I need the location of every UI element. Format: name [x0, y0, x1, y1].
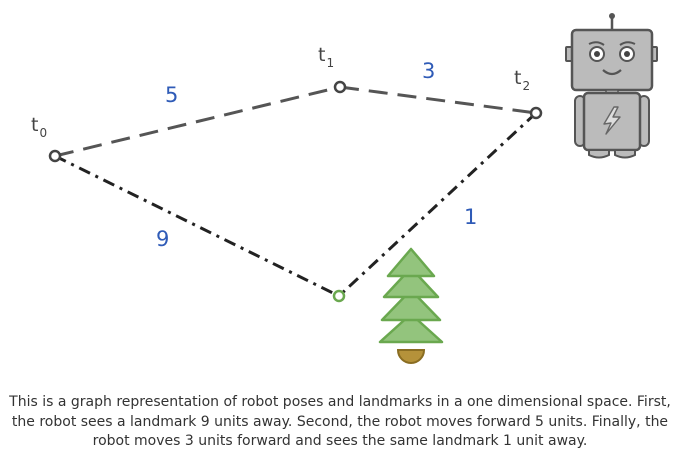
edge-label-t1-t2: 3: [422, 59, 435, 83]
pose-node-t2: [529, 106, 543, 120]
edge-t0-t1: [54, 85, 341, 158]
edge-t1-t2: [339, 85, 537, 115]
pose-node-t1: [333, 80, 347, 94]
edge-label-t0-t1: 5: [165, 83, 178, 107]
pose-label-t1: t1: [318, 44, 334, 70]
pose-sub-t2: 2: [522, 79, 530, 93]
robot-icon: [565, 13, 658, 159]
edge-label-t2-landmark: 1: [464, 205, 477, 229]
tree-icon: [378, 247, 444, 364]
figure-caption: This is a graph representation of robot …: [9, 394, 671, 449]
lightning-icon: [603, 106, 621, 135]
edge-t0-landmark: [54, 154, 340, 298]
edge-label-t0-landmark: 9: [156, 227, 169, 251]
pose-graph-diagram: t0 t1 t2 5 3 9 1: [31, 13, 658, 364]
pose-sub-t0: 0: [39, 126, 47, 140]
pose-sub-t1: 1: [326, 56, 334, 70]
landmark-node: [332, 289, 346, 303]
edge-t2-landmark: [337, 111, 538, 298]
pose-label-t2: t2: [514, 67, 530, 93]
pose-node-t0: [48, 149, 62, 163]
pose-label-t0: t0: [31, 114, 47, 140]
